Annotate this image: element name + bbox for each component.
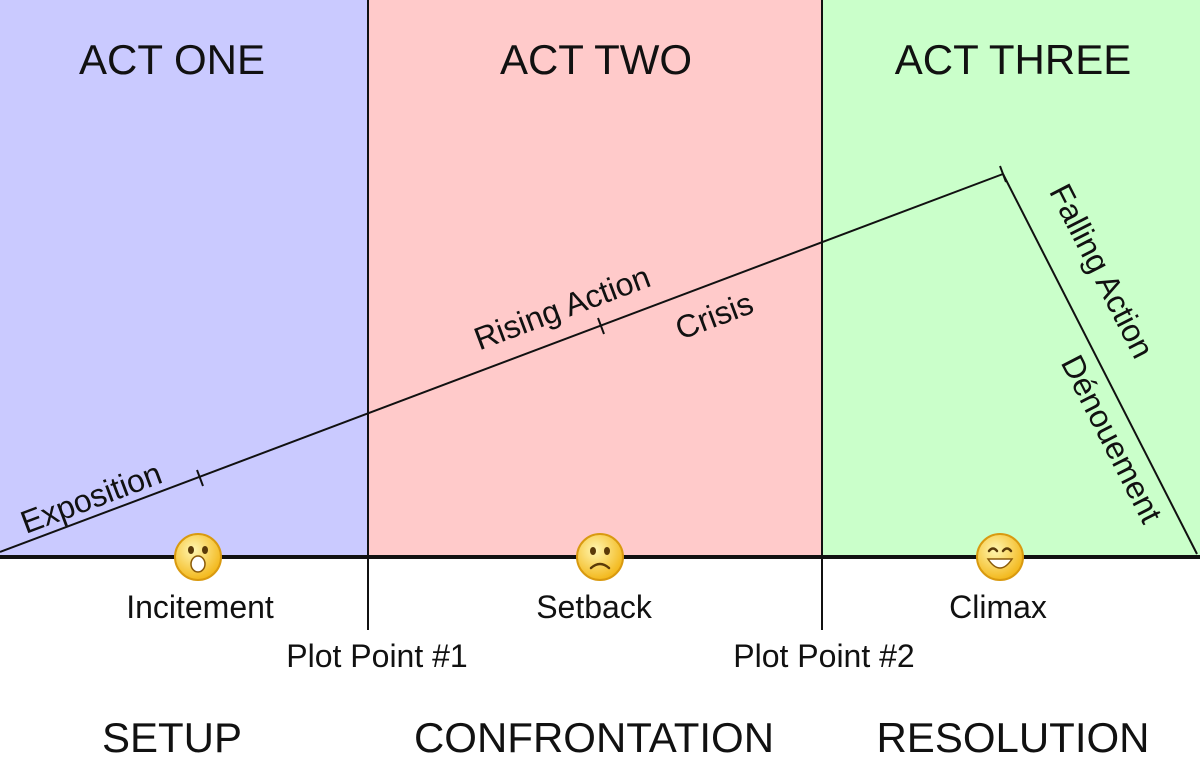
act-two-panel bbox=[368, 0, 822, 557]
setback-label: Setback bbox=[536, 589, 653, 625]
setback-tick bbox=[597, 317, 605, 335]
climax-label: Climax bbox=[949, 589, 1047, 625]
act-one-title: ACT ONE bbox=[79, 36, 265, 83]
sad-face-icon bbox=[576, 533, 624, 581]
plot-point-1-label: Plot Point #1 bbox=[286, 638, 467, 674]
climax-tick bbox=[999, 165, 1007, 183]
rising-action-line bbox=[0, 173, 1004, 553]
act-two-title: ACT TWO bbox=[500, 36, 692, 83]
setup-label: SETUP bbox=[102, 714, 242, 761]
falling-action-line bbox=[1002, 173, 1198, 555]
resolution-label: RESOLUTION bbox=[876, 714, 1149, 761]
confrontation-label: CONFRONTATION bbox=[414, 714, 774, 761]
happy-face-icon bbox=[174, 533, 222, 581]
plot-point-2-label: Plot Point #2 bbox=[733, 638, 914, 674]
act-one-panel bbox=[0, 0, 368, 557]
act-three-panel bbox=[822, 0, 1200, 557]
grinning-face-icon bbox=[976, 533, 1024, 581]
act-three-title: ACT THREE bbox=[895, 36, 1132, 83]
incitement-tick bbox=[196, 469, 204, 487]
incitement-label: Incitement bbox=[126, 589, 274, 625]
